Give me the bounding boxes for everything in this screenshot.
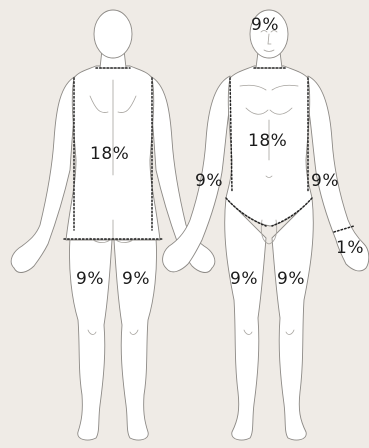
label-leg-left-front: 9%: [230, 271, 258, 288]
back-figure: [11, 10, 215, 440]
front-figure: [163, 10, 369, 440]
label-torso-back: 18%: [90, 146, 129, 163]
back-head: [94, 10, 132, 58]
front-leg-left: [225, 198, 266, 440]
label-hand-front: 1%: [336, 240, 364, 257]
back-arm-left: [11, 76, 76, 272]
label-leg-right-back: 9%: [122, 271, 150, 288]
label-head-front: 9%: [251, 17, 279, 34]
label-leg-left-back: 9%: [76, 271, 104, 288]
label-leg-right-front: 9%: [277, 271, 305, 288]
label-torso-front: 18%: [248, 133, 287, 150]
front-leg-right: [272, 198, 313, 440]
label-arm-right-front: 9%: [195, 173, 223, 190]
label-arm-left-front: 9%: [311, 173, 339, 190]
